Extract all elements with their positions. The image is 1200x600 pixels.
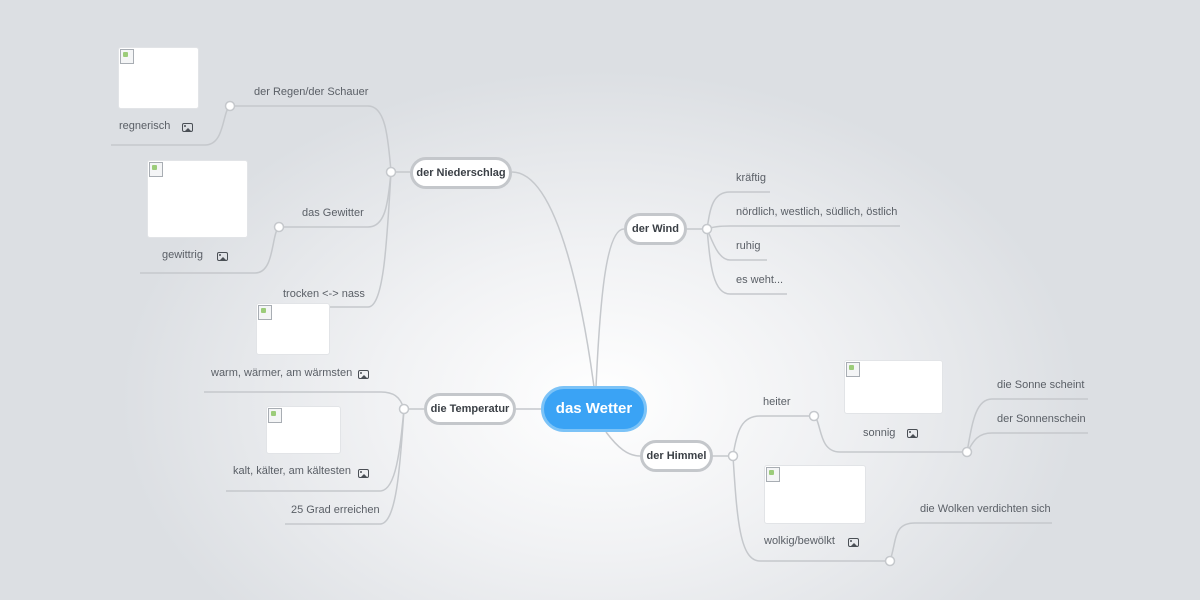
image-placeholder xyxy=(256,303,330,355)
topic-ruhig[interactable]: ruhig xyxy=(736,240,761,252)
broken-image-icon xyxy=(120,49,134,64)
branch-niederschlag[interactable]: der Niederschlag xyxy=(410,157,512,189)
connector-sonne-scheint xyxy=(966,398,1088,453)
connector-central-himmel xyxy=(605,431,641,457)
image-icon[interactable] xyxy=(358,469,369,478)
collapse-knob-icon[interactable] xyxy=(808,410,820,422)
image-placeholder xyxy=(118,47,199,109)
broken-image-icon xyxy=(766,467,780,482)
collapse-knob-icon[interactable] xyxy=(398,403,410,415)
branch-wind[interactable]: der Wind xyxy=(624,213,687,245)
image-placeholder xyxy=(266,406,341,454)
image-icon[interactable] xyxy=(907,429,918,438)
topic-trocken-nass[interactable]: trocken <-> nass xyxy=(283,288,365,300)
collapse-knob-icon[interactable] xyxy=(385,166,397,178)
image-icon[interactable] xyxy=(182,123,193,132)
topic-regen[interactable]: der Regen/der Schauer xyxy=(254,86,369,98)
topic-noerdlich[interactable]: nördlich, westlich, südlich, östlich xyxy=(736,206,898,218)
topic-sonnenschein[interactable]: der Sonnenschein xyxy=(997,413,1086,425)
topic-sonne-scheint[interactable]: die Sonne scheint xyxy=(997,379,1085,391)
image-placeholder xyxy=(844,360,943,414)
image-icon[interactable] xyxy=(848,538,859,547)
topic-sonnig[interactable]: sonnig xyxy=(863,427,896,439)
branch-temperatur[interactable]: die Temperatur xyxy=(424,393,516,425)
connector-trocken xyxy=(272,171,392,308)
image-placeholder xyxy=(764,465,866,524)
topic-heiter[interactable]: heiter xyxy=(763,396,791,408)
topic-wolkig[interactable]: wolkig/bewölkt xyxy=(764,535,835,547)
topic-warm[interactable]: warm, wärmer, am wärmsten xyxy=(211,367,353,379)
image-icon[interactable] xyxy=(358,370,369,379)
broken-image-icon xyxy=(258,305,272,320)
image-placeholder xyxy=(147,160,248,238)
collapse-knob-icon[interactable] xyxy=(961,446,973,458)
topic-es-weht[interactable]: es weht... xyxy=(736,274,784,286)
broken-image-icon xyxy=(846,362,860,377)
topic-gewitter[interactable]: das Gewitter xyxy=(302,207,364,219)
collapse-knob-icon[interactable] xyxy=(884,555,896,567)
topic-wolken-verdichten[interactable]: die Wolken verdichten sich xyxy=(920,503,1051,515)
connector-central-wind xyxy=(595,228,625,388)
connector-heiter xyxy=(732,415,814,457)
topic-regnerisch[interactable]: regnerisch xyxy=(119,120,171,132)
connector-sonnenschein xyxy=(966,432,1088,453)
connector-central-niederschlag xyxy=(511,171,595,388)
collapse-knob-icon[interactable] xyxy=(273,221,285,233)
connector-wolken xyxy=(889,522,1052,562)
connector-esweht xyxy=(706,228,787,295)
connector-regen xyxy=(230,105,392,173)
connector-wolkig xyxy=(732,455,890,562)
branch-himmel[interactable]: der Himmel xyxy=(640,440,713,472)
image-icon[interactable] xyxy=(217,252,228,261)
central-topic[interactable]: das Wetter xyxy=(541,386,647,432)
topic-kraeftig[interactable]: kräftig xyxy=(736,172,766,184)
collapse-knob-icon[interactable] xyxy=(727,450,739,462)
connector-kraeftig xyxy=(706,191,770,230)
topic-kalt[interactable]: kalt, kälter, am kältesten xyxy=(233,465,351,477)
collapse-knob-icon[interactable] xyxy=(224,100,236,112)
broken-image-icon xyxy=(149,162,163,177)
topic-25-grad[interactable]: 25 Grad erreichen xyxy=(291,504,380,516)
topic-gewittrig[interactable]: gewittrig xyxy=(162,249,203,261)
connector-noerdlich xyxy=(706,225,900,230)
collapse-knob-icon[interactable] xyxy=(701,223,713,235)
broken-image-icon xyxy=(268,408,282,423)
connector-25grad xyxy=(285,408,405,525)
